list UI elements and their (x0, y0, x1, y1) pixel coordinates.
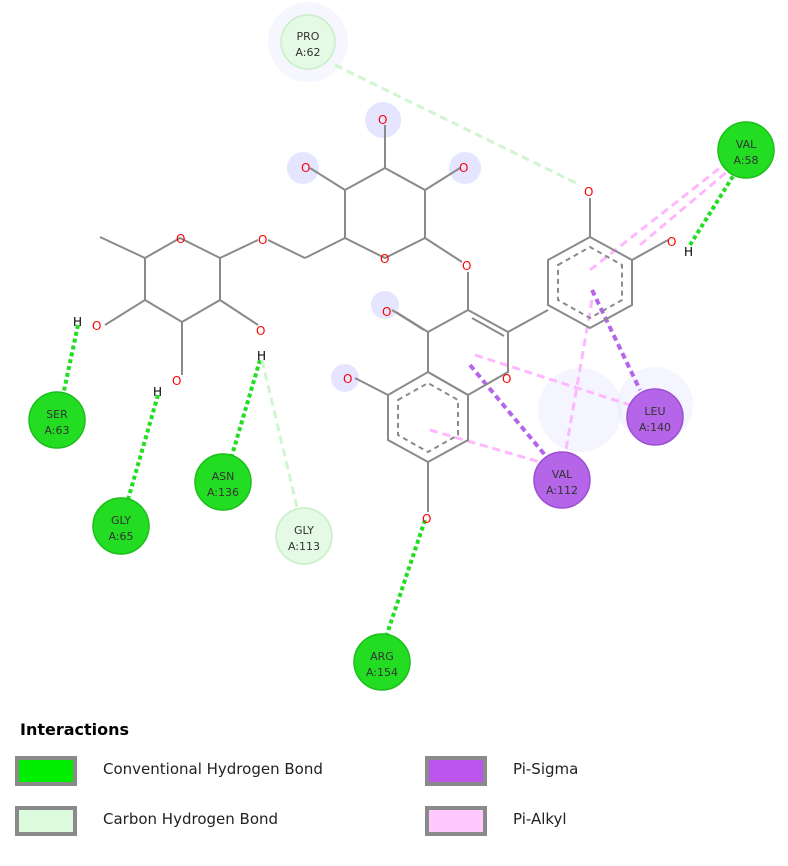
line-val58-alkyl1 (589, 158, 731, 272)
svg-text:A:62: A:62 (295, 46, 320, 59)
atom-o: O (462, 259, 471, 273)
residue-pro62: PRO A:62 (280, 14, 336, 70)
svg-text:A:58: A:58 (733, 154, 758, 167)
atom-h: H (684, 245, 693, 259)
atom-o: O (92, 319, 101, 333)
svg-text:LEU: LEU (644, 405, 665, 418)
svg-text:A:65: A:65 (108, 530, 133, 543)
legend-swatch (15, 806, 77, 836)
legend-item-pi-sigma: Pi-Sigma (425, 756, 725, 796)
residue-asn136: ASN A:136 (194, 453, 252, 511)
atom-o: O (382, 305, 391, 319)
svg-text:VAL: VAL (736, 138, 757, 151)
legend-item-pi-alkyl: Pi-Alkyl (425, 806, 725, 846)
atom-o: O (422, 512, 431, 526)
atom-o: O (301, 161, 310, 175)
line-gly113 (260, 359, 302, 521)
legend-label: Carbon Hydrogen Bond (103, 810, 279, 828)
residue-leu140: LEU A:140 (626, 388, 684, 446)
svg-text:A:154: A:154 (366, 666, 398, 679)
line-val58 (688, 163, 742, 247)
line-arg154 (383, 519, 427, 641)
svg-text:PRO: PRO (297, 30, 320, 43)
svg-text:GLY: GLY (294, 524, 314, 537)
atom-o: O (176, 232, 185, 246)
svg-text:GLY: GLY (111, 514, 131, 527)
legend-item-conventional-hydrogen-bond: Conventional Hydrogen Bond (15, 756, 375, 796)
legend-title: Interactions (20, 720, 130, 739)
legend: Interactions Conventional Hydrogen Bond … (0, 710, 788, 866)
atom-highlights (268, 2, 693, 452)
legend-swatch (425, 756, 487, 786)
residue-val58: VAL A:58 (717, 121, 775, 179)
residue-val112: VAL A:112 (533, 451, 591, 509)
legend-item-carbon-hydrogen-bond: Carbon Hydrogen Bond (15, 806, 375, 846)
legend-label: Pi-Alkyl (513, 810, 567, 828)
svg-text:A:113: A:113 (288, 540, 320, 553)
residue-arg154: ARG A:154 (353, 633, 411, 691)
residue-ser63: SER A:63 (28, 391, 86, 449)
atom-o: O (258, 233, 267, 247)
svg-text:ASN: ASN (212, 470, 235, 483)
atom-o: O (380, 252, 389, 266)
svg-text:ARG: ARG (370, 650, 394, 663)
svg-text:VAL: VAL (552, 468, 573, 481)
line-leu140-sigma (590, 289, 642, 391)
svg-text:SER: SER (46, 408, 68, 421)
line-leu140-alkyl (474, 353, 631, 407)
legend-swatch (425, 806, 487, 836)
line-asn136 (228, 359, 262, 463)
atom-o: O (667, 235, 676, 249)
atom-h: H (73, 315, 82, 329)
line-val58-alkyl2 (639, 163, 736, 247)
residue-gly65: GLY A:65 (92, 497, 150, 555)
atom-h: H (153, 385, 162, 399)
interaction-diagram: O O O O O O O O O O O O O O O O H H H H … (28, 2, 775, 691)
atom-o: O (584, 185, 593, 199)
atom-h: H (257, 349, 266, 363)
line-gly65 (123, 394, 160, 511)
legend-swatch (15, 756, 77, 786)
interaction-lines (60, 63, 742, 641)
legend-label: Pi-Sigma (513, 760, 579, 778)
svg-text:A:140: A:140 (639, 421, 671, 434)
ligand-bonds (99, 125, 669, 512)
line-val112-alkyl1 (429, 428, 551, 467)
atom-o: O (256, 324, 265, 338)
atom-o: O (378, 113, 387, 127)
svg-text:A:112: A:112 (546, 484, 578, 497)
line-pro62 (334, 63, 581, 187)
legend-label: Conventional Hydrogen Bond (103, 760, 323, 778)
residues: PRO A:62 VAL A:58 SER A:63 GLY A:65 ASN … (28, 14, 775, 691)
ligand-atoms: O O O O O O O O O O O O O O O O H H H H (73, 113, 693, 526)
svg-text:A:136: A:136 (207, 486, 239, 499)
atom-o: O (343, 372, 352, 386)
svg-text:A:63: A:63 (44, 424, 69, 437)
atom-o: O (502, 372, 511, 386)
line-ser63 (60, 324, 80, 401)
atom-o: O (172, 374, 181, 388)
atom-o: O (459, 161, 468, 175)
residue-gly113: GLY A:113 (275, 507, 333, 565)
